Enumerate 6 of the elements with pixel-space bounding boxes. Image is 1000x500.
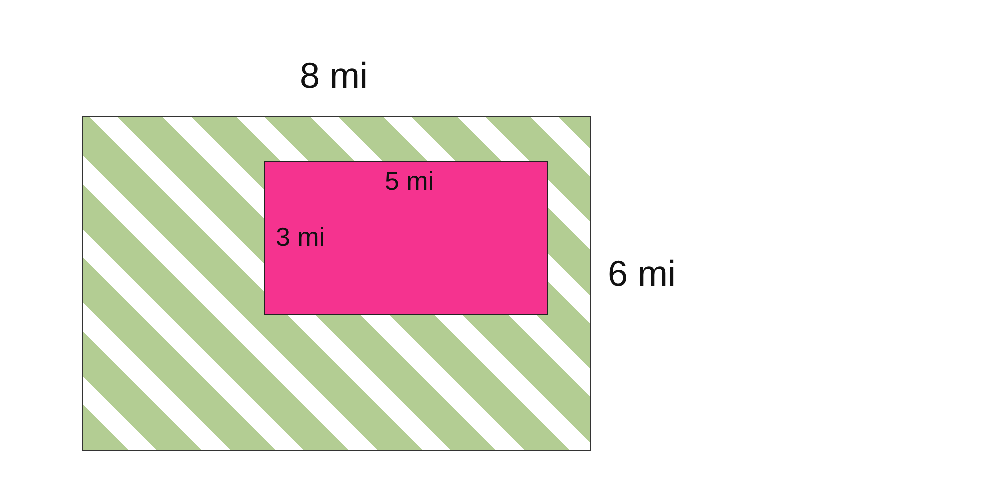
inner-rectangle [264,161,548,315]
dimension-label: 3 mi [276,224,326,250]
striped-rectangle [82,116,591,451]
dimension-label: 8 mi [300,58,368,94]
dimension-label: 5 mi [385,168,434,194]
dimension-label: 6 mi [608,256,676,292]
